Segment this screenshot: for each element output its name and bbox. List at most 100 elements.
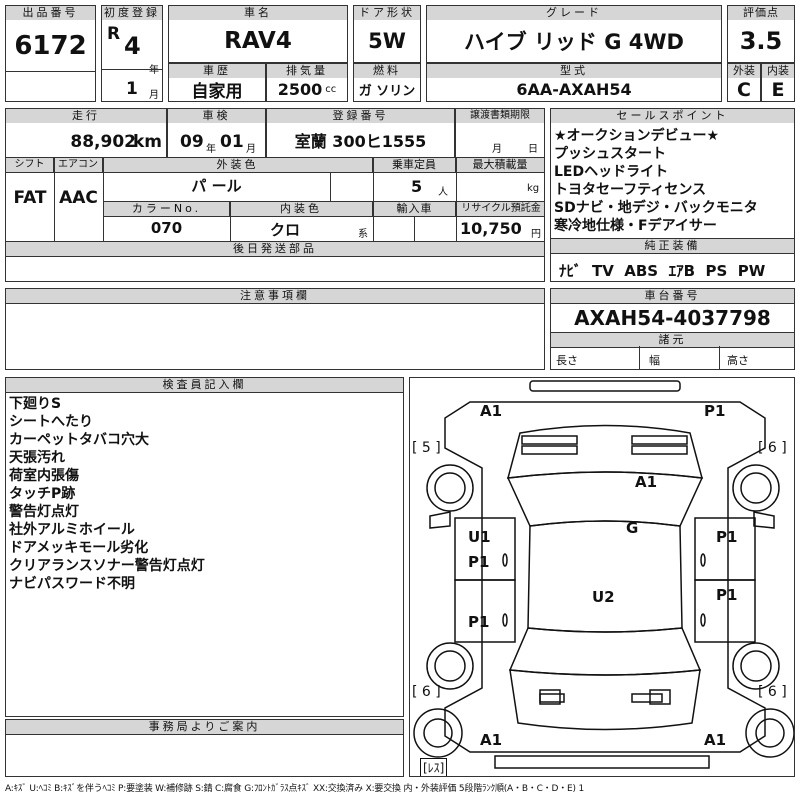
inspect-month-unit: 月 <box>246 144 256 155</box>
damage-label: P1 <box>716 528 738 546</box>
sales-label: セールスポイント <box>551 109 794 123</box>
transfer-month-unit: 月 <box>492 144 502 155</box>
car-outline <box>413 380 794 769</box>
equip-item: PS <box>705 262 728 280</box>
sales-item: 寒冷地仕様・Fデアイサー <box>554 218 717 234</box>
transfer-deadline: 譲渡書類期限 月 日 <box>455 108 545 158</box>
inspector-item: ナビパスワード不明 <box>9 576 135 592</box>
recycle-value: 10,750 <box>460 219 522 238</box>
first-registration: 初度登録 R 4 年 1 月 <box>101 5 163 102</box>
color-value: パ ール <box>191 177 242 195</box>
reg-month: 1 <box>126 79 138 99</box>
inspector-item: カーペットタバコ穴大 <box>9 432 149 448</box>
plate: 登録番号 室蘭 300ヒ1555 <box>266 108 455 158</box>
era: R <box>107 24 121 44</box>
tire-depth-rl: [ 6 ] <box>412 684 441 700</box>
load-label: 最大積載量 <box>456 158 544 172</box>
score-value: 3.5 <box>739 27 783 55</box>
dims-label: 諸元 <box>551 332 794 348</box>
inspector-item: 下廻りS <box>9 396 62 412</box>
tire-depth-rr: [ 6 ] <box>758 684 787 700</box>
history-label: 車歴 <box>169 64 265 78</box>
plate-label: 登録番号 <box>267 109 454 123</box>
mileage-label: 走行 <box>6 109 166 123</box>
disp-label: 排気量 <box>267 64 347 78</box>
import-label: 輸入車 <box>374 202 456 216</box>
transfer-label: 譲渡書類期限 <box>456 109 544 123</box>
tire-depth-fr: [ 6 ] <box>758 440 787 456</box>
inspector-item: 社外アルミホイール <box>9 522 135 538</box>
door-label: ドア形状 <box>354 6 420 20</box>
grade: グレード ハイブ リッド G 4WD <box>426 5 722 63</box>
disp-unit: cc <box>325 84 337 95</box>
int-color-value: クロ <box>269 221 300 239</box>
tire-depth-fl: [ 5 ] <box>412 440 441 456</box>
damage-label: P1 <box>468 613 490 631</box>
inspect-year-unit: 年 <box>206 144 216 155</box>
notes: 注意事項欄 <box>5 288 545 370</box>
transfer-day-unit: 日 <box>528 144 538 155</box>
height-label: 高さ <box>727 354 749 367</box>
damage-label: U2 <box>592 588 615 606</box>
int-color-label: 内装色 <box>230 202 373 216</box>
mileage-unit: km <box>132 132 162 152</box>
fuel-value: ガ ソリン <box>358 84 416 99</box>
ac-value: AAC <box>59 188 98 208</box>
notes-label: 注意事項欄 <box>6 289 544 304</box>
ext-value: C <box>737 78 751 101</box>
equipment: 純正装備 ﾅﾋﾞ TV ABS ｴｱB PS PW <box>550 239 795 282</box>
score: 評価点 3.5 <box>727 5 795 63</box>
mileage: 走行 88,902 km <box>5 108 167 158</box>
car-name: 車名 RAV4 <box>168 5 348 63</box>
color-no-value: 070 <box>150 219 183 237</box>
ac-label: エアコン <box>54 158 103 172</box>
recycle-label: リサイクル預託金 <box>457 202 544 216</box>
seat-value: 5 <box>411 177 423 196</box>
first-reg-label: 初度登録 <box>102 6 162 20</box>
exterior-grade: 外装 C <box>727 63 761 102</box>
lot-number: 6172 <box>6 20 95 72</box>
chassis: 車台番号 AXAH54-4037798 諸元 長さ 幅 高さ <box>550 288 795 370</box>
damage-label: P1 <box>704 402 726 420</box>
damage-label: P1 <box>716 586 738 604</box>
equip-label: 純正装備 <box>551 239 794 254</box>
equip-item: ﾅﾋﾞ <box>559 262 582 280</box>
damage-label: U1 <box>468 528 491 546</box>
inspect-month: 01 <box>220 132 244 152</box>
lot-label: 出品番号 <box>6 6 95 20</box>
legend: A:ｷｽﾞ U:ﾍｺﾐ B:ｷｽﾞを伴うﾍｺﾐ P:要塗装 W:補修跡 S:錆 … <box>5 784 584 794</box>
equip-item: ABS <box>624 262 659 280</box>
length-label: 長さ <box>556 354 578 367</box>
history: 車歴 自家用 <box>168 63 266 102</box>
sales-item: LEDヘッドライト <box>554 164 669 180</box>
damage-label: A1 <box>480 402 503 420</box>
sales-item: プッシュスタート <box>554 146 666 162</box>
reg-year: 4 <box>124 32 141 60</box>
plate-value: 室蘭 300ヒ1555 <box>294 132 427 151</box>
inspector-item: ドアメッキモール劣化 <box>9 540 149 556</box>
inspect-label: 車検 <box>168 109 265 123</box>
spare-tire: [ﾚｽ] <box>420 758 448 776</box>
color-label: 外装色 <box>103 158 373 172</box>
color-no-label: カラーNo. <box>104 202 230 216</box>
fuel-label: 燃料 <box>354 64 420 78</box>
office-notice: 事務局よりご案内 <box>5 719 404 777</box>
recycle-unit: 円 <box>531 229 541 240</box>
damage-label: A1 <box>480 731 503 749</box>
mileage-value: 88,902 <box>70 132 136 152</box>
equip-item: TV <box>591 262 614 280</box>
chassis-value: AXAH54-4037798 <box>574 306 771 330</box>
sales-item: ★オークションデビュー★ <box>554 128 720 144</box>
office-label: 事務局よりご案内 <box>6 720 403 735</box>
grade-value: ハイブ リッド G 4WD <box>464 30 684 54</box>
sales-item: トヨタセーフティセンス <box>554 182 707 198</box>
month-unit: 月 <box>149 90 159 101</box>
damage-label: A1 <box>704 731 727 749</box>
inspector-label: 検査員記入欄 <box>6 378 403 393</box>
inspector-item: 警告灯点灯 <box>9 504 79 520</box>
displacement: 排気量 2500 cc <box>266 63 348 102</box>
seat-unit: 人 <box>438 187 448 198</box>
lot-box: 出品番号 6172 <box>5 5 96 102</box>
inspector-comments: 検査員記入欄 下廻りS シートへたり カーペットタバコ穴大 天張汚れ 荷室内張傷… <box>5 377 404 717</box>
inspector-item: シートへたり <box>9 414 93 430</box>
